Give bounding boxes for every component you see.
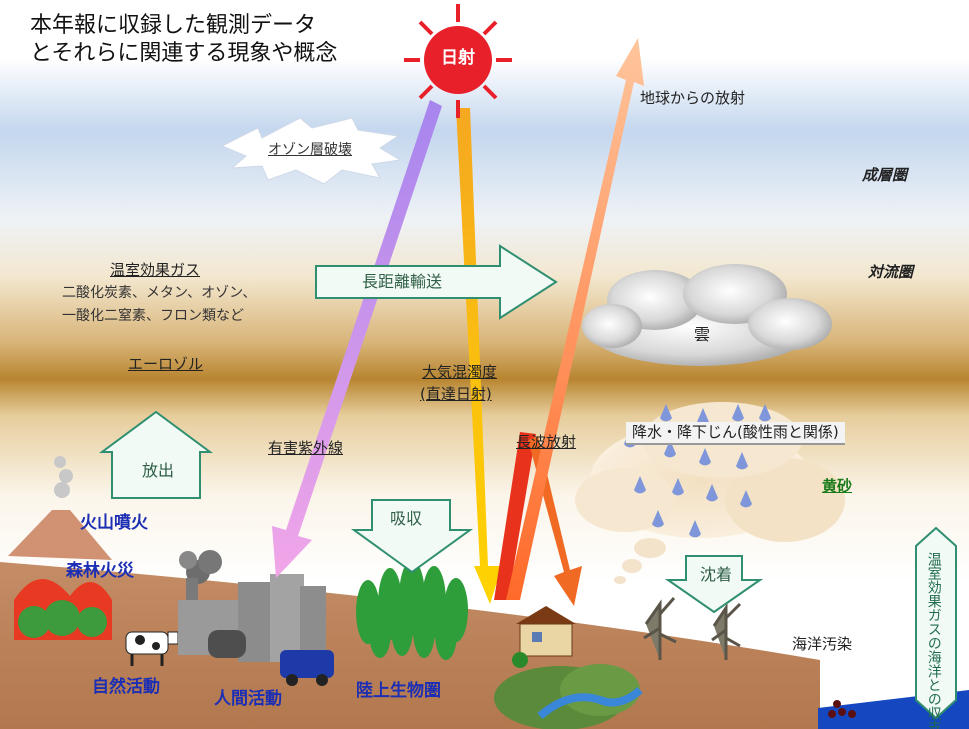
longwave-arrow (494, 432, 536, 600)
ghg-title: 温室効果ガス (110, 261, 201, 279)
sun-label: 日射 (441, 48, 475, 68)
sun (404, 4, 512, 118)
long-range-label: 長距離輸送 (362, 272, 443, 291)
biosphere-trees (356, 560, 468, 660)
emission-arrow (98, 410, 214, 499)
ghg-list-1: 二酸化炭素、メタン、オゾン、 (62, 285, 257, 301)
dead-trees (643, 597, 742, 660)
turbidity-label-1: 大気混濁度 (422, 363, 498, 381)
longwave-label: 長波放射 (516, 433, 577, 451)
troposphere-label: 対流圏 (868, 263, 914, 281)
cow (125, 631, 179, 666)
pollution-dots (828, 700, 856, 718)
yellow-sand-cloud (575, 402, 845, 584)
uv-arrow (272, 100, 442, 578)
factory (178, 550, 326, 662)
precip-label: 降水・降下じん(酸性雨と関係) (626, 422, 845, 445)
natural-activity-label: 自然活動 (92, 677, 160, 697)
ghg-list-2: 一酸化二窒素、フロン類など (62, 308, 244, 324)
ocean-exchange-label: 温室効果ガスの海洋との収支 (925, 552, 942, 729)
rain-cloud (582, 264, 832, 366)
stratosphere-label: 成層圏 (862, 166, 908, 184)
human-activity-label: 人間活動 (214, 689, 282, 709)
title-line1: 本年報に収録した観測データ (30, 13, 317, 38)
biosphere-label: 陸上生物圏 (356, 681, 441, 701)
ozone-burst (220, 117, 402, 185)
river-valley (494, 664, 643, 729)
truck (280, 650, 334, 686)
long-range-arrow (315, 244, 558, 320)
house (512, 606, 576, 668)
ocean-pollution-label: 海洋汚染 (792, 635, 853, 653)
direct-solar-arrow (456, 108, 502, 604)
cloud-label: 雲 (694, 325, 711, 344)
deposition-label: 沈着 (700, 565, 733, 584)
earth-radiation-label: 地球からの放射 (640, 89, 746, 107)
forest-fire-label: 森林火災 (66, 561, 134, 581)
emission-label: 放出 (142, 461, 175, 480)
forest-fire (14, 578, 112, 640)
ocean-exchange-arrow (915, 526, 957, 720)
deposition-arrow (664, 555, 764, 614)
absorption-label: 吸収 (390, 509, 423, 528)
volcano-label: 火山噴火 (80, 513, 148, 533)
earth-radiation-arrow (506, 38, 644, 600)
uv-label: 有害紫外線 (268, 439, 344, 457)
yellow-sand-label: 黄砂 (822, 477, 853, 495)
aerosol-label: エーロゾル (128, 355, 204, 373)
title-line2: とそれらに関連する現象や概念 (30, 41, 338, 66)
ozone-label: オゾン層破壊 (268, 142, 352, 158)
turbidity-label-2: (直達日射) (420, 385, 492, 403)
absorption-arrow (350, 499, 474, 574)
volcano (8, 456, 112, 560)
